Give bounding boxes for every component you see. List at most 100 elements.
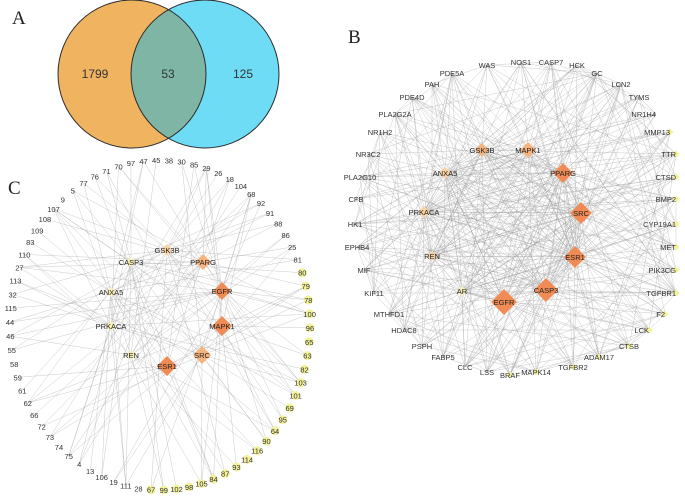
network-c-compound-node [304, 337, 314, 347]
edge [354, 176, 677, 225]
network-c-compound-label: 62 [24, 399, 32, 408]
network-c-compound-label: 77 [79, 179, 87, 188]
venn-overlap [131, 9, 206, 139]
edge [363, 269, 488, 373]
network-c-compound-node [305, 309, 315, 319]
network-b-node-label: PSPH [412, 342, 432, 351]
edge [431, 83, 666, 315]
network-c-compound-label: 104 [235, 182, 248, 191]
edge [550, 61, 582, 214]
network-b-node-label: TTR [661, 150, 676, 159]
edge [444, 172, 576, 258]
edge [19, 267, 223, 292]
edge [503, 72, 598, 303]
edge [596, 72, 677, 271]
edge [481, 64, 488, 151]
edge [206, 168, 223, 327]
edge [110, 259, 298, 293]
edge [24, 254, 132, 356]
edge [53, 208, 203, 356]
edge [481, 64, 578, 151]
network-c-compound-label: 107 [47, 205, 60, 214]
edge [359, 176, 375, 294]
edge [166, 212, 271, 251]
edge [486, 345, 630, 373]
network-b-node-label: WAS [479, 61, 496, 70]
edge [461, 290, 677, 294]
network-b-node-label: MTHFD1 [374, 310, 404, 319]
edge [221, 325, 310, 329]
network-b-node-label: PDE5A [440, 69, 465, 78]
edge [444, 172, 511, 376]
network-b-hub-label: GSK3B [469, 146, 494, 155]
edge [638, 96, 657, 115]
network-c-compound-node [171, 484, 181, 494]
edge [423, 176, 677, 213]
network-c-compound-label: 102 [170, 485, 183, 494]
network-b-small-node [595, 353, 603, 361]
edge [367, 72, 598, 155]
network-c-compound-label: 61 [18, 386, 26, 395]
edge [359, 176, 582, 214]
network-c-compound-node [305, 323, 315, 333]
edge [503, 172, 564, 303]
edge [53, 208, 112, 327]
edge [527, 149, 677, 225]
edge [49, 249, 168, 438]
edge [72, 190, 132, 356]
edge [576, 64, 622, 85]
edge [221, 325, 276, 431]
network-c-compound-label: 115 [5, 304, 17, 313]
edge [574, 72, 598, 258]
edge [354, 223, 677, 271]
edge [411, 96, 425, 213]
edge [620, 83, 677, 225]
edge [535, 256, 576, 373]
network-b-node-label: PIK3CG [648, 266, 676, 275]
edge [201, 286, 306, 356]
edge [355, 153, 677, 200]
edge [388, 313, 537, 373]
edge [444, 172, 582, 214]
edge [354, 113, 396, 225]
edge [423, 211, 650, 331]
network-c-compound-label: 66 [30, 411, 38, 420]
network-c-compound-node [285, 403, 295, 413]
edge [10, 290, 223, 309]
network-b-small-node [672, 173, 680, 181]
venn-left-count: 1799 [82, 67, 109, 81]
network-b-small-node [532, 368, 540, 376]
network-c-compound-label: 58 [10, 360, 18, 369]
edge [130, 261, 309, 301]
edge [49, 290, 223, 438]
network-c-compound-node [303, 295, 313, 305]
edge [373, 149, 529, 294]
edge [576, 64, 677, 294]
edge [356, 211, 425, 248]
network-c-compound-label: 90 [262, 437, 270, 446]
network-b-hub-label: ANXA5 [433, 169, 458, 178]
edge [550, 61, 630, 347]
network-c-compound-label: 30 [177, 158, 185, 167]
network-b-small-node [672, 243, 680, 251]
edge [562, 172, 600, 358]
edge [461, 61, 522, 292]
edge [130, 354, 258, 451]
edge [486, 61, 552, 66]
network-c-compound-node [270, 426, 280, 436]
edge [125, 261, 132, 486]
edge [130, 160, 157, 356]
edge [444, 64, 488, 174]
edge [53, 208, 168, 251]
edge [130, 185, 241, 356]
edge [545, 223, 677, 291]
edge [166, 285, 306, 367]
network-b-node-label: TGFBR1 [646, 289, 676, 298]
edge [545, 176, 677, 291]
network-b-hub-label: MAPK1 [515, 146, 540, 155]
edge [110, 166, 119, 327]
edge [354, 223, 433, 257]
network-b-hub-node [534, 278, 558, 302]
network-b-node-label: MMP13 [644, 128, 670, 137]
network-b-small-node [661, 310, 669, 318]
